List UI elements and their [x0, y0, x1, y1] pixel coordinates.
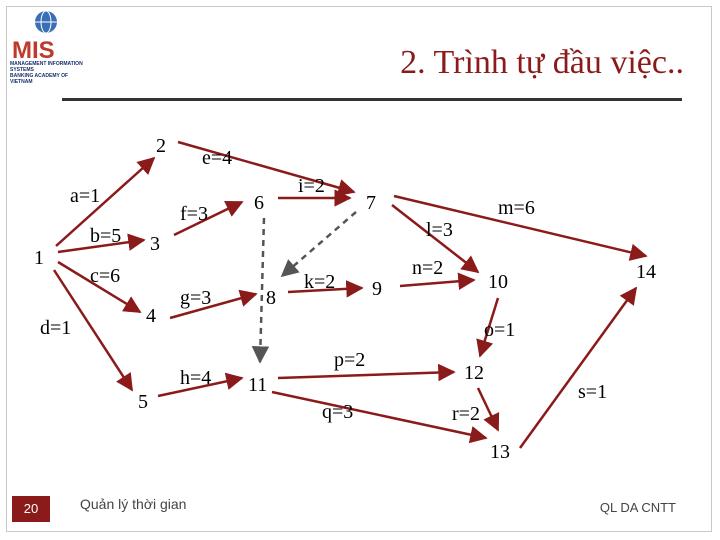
node-12: 12 — [464, 362, 484, 384]
arrow-r — [476, 387, 500, 432]
logo-subtitle-line1: MANAGEMENT INFORMATION SYSTEMS — [10, 61, 83, 73]
label-q: q=3 — [322, 401, 353, 423]
title-divider — [62, 98, 682, 101]
label-m: m=6 — [498, 197, 535, 219]
node-2: 2 — [156, 135, 166, 157]
logo-subtitle: MANAGEMENT INFORMATION SYSTEMS BANKING A… — [10, 61, 90, 85]
node-13: 13 — [490, 441, 510, 463]
label-b: b=5 — [90, 225, 121, 247]
logo-subtitle-line2: BANKING ACADEMY OF VIETNAM — [10, 73, 69, 85]
arrow-k — [287, 280, 364, 298]
node-6: 6 — [254, 192, 264, 214]
label-h: h=4 — [180, 367, 211, 389]
arrow-q — [271, 390, 488, 444]
footer-left-text: Quản lý thời gian — [80, 496, 187, 512]
label-l: l=3 — [426, 219, 453, 241]
arrow-p — [277, 363, 456, 382]
label-f: f=3 — [180, 203, 208, 225]
logo-mark: MIS — [12, 10, 57, 61]
label-s: s=1 — [578, 381, 607, 403]
label-g: g=3 — [180, 287, 211, 309]
activity-labels: a=1 b=5 c=6 d=1 e=4 f=3 g=3 h=4 i=2 k=2 … — [40, 147, 607, 425]
node-14: 14 — [636, 261, 656, 283]
label-o: o=1 — [484, 319, 515, 341]
arrow-f — [173, 200, 244, 237]
label-i: i=2 — [298, 175, 325, 197]
label-p: p=2 — [334, 349, 365, 371]
arrow-m — [393, 194, 648, 261]
label-k: k=2 — [304, 271, 335, 293]
node-7: 7 — [366, 192, 376, 214]
node-9: 9 — [372, 278, 382, 300]
arrow-e — [177, 140, 356, 197]
label-r: r=2 — [452, 403, 480, 425]
dummy-arrow-7-8 — [280, 211, 357, 278]
label-d: d=1 — [40, 317, 71, 339]
node-3: 3 — [150, 233, 160, 255]
label-c: c=6 — [90, 265, 120, 287]
activity-arrows — [52, 140, 648, 449]
label-e: e=4 — [202, 147, 232, 169]
arrow-n — [399, 272, 476, 290]
label-n: n=2 — [412, 257, 443, 279]
slide-title: 2. Trình tự đầu việc.. — [400, 44, 684, 81]
arrow-g — [169, 289, 258, 320]
node-4: 4 — [146, 305, 156, 327]
node-10: 10 — [488, 271, 508, 293]
dummy-arrows — [251, 211, 357, 364]
slide-frame — [6, 6, 712, 532]
nodes: 1 2 3 4 5 6 7 8 9 10 11 12 13 14 — [34, 135, 656, 463]
footer-right-text: QL DA CNTT — [599, 500, 676, 515]
dummy-arrow-6-11 — [251, 217, 270, 364]
node-8: 8 — [266, 287, 276, 309]
node-5: 5 — [138, 391, 148, 413]
node-1: 1 — [34, 247, 44, 269]
label-a: a=1 — [70, 185, 100, 207]
node-11: 11 — [248, 374, 267, 396]
arrow-c — [57, 260, 142, 314]
arrow-a — [55, 156, 156, 247]
arrow-s — [518, 286, 638, 449]
logo-text: MIS — [12, 37, 55, 61]
arrow-d — [52, 269, 134, 392]
arrow-l — [391, 204, 480, 274]
arrow-h — [157, 372, 244, 398]
page-number: 20 — [12, 496, 50, 522]
logo: MIS MANAGEMENT INFORMATION SYSTEMS BANKI… — [10, 6, 83, 85]
arrow-b — [57, 233, 146, 254]
arrow-o — [476, 297, 500, 358]
